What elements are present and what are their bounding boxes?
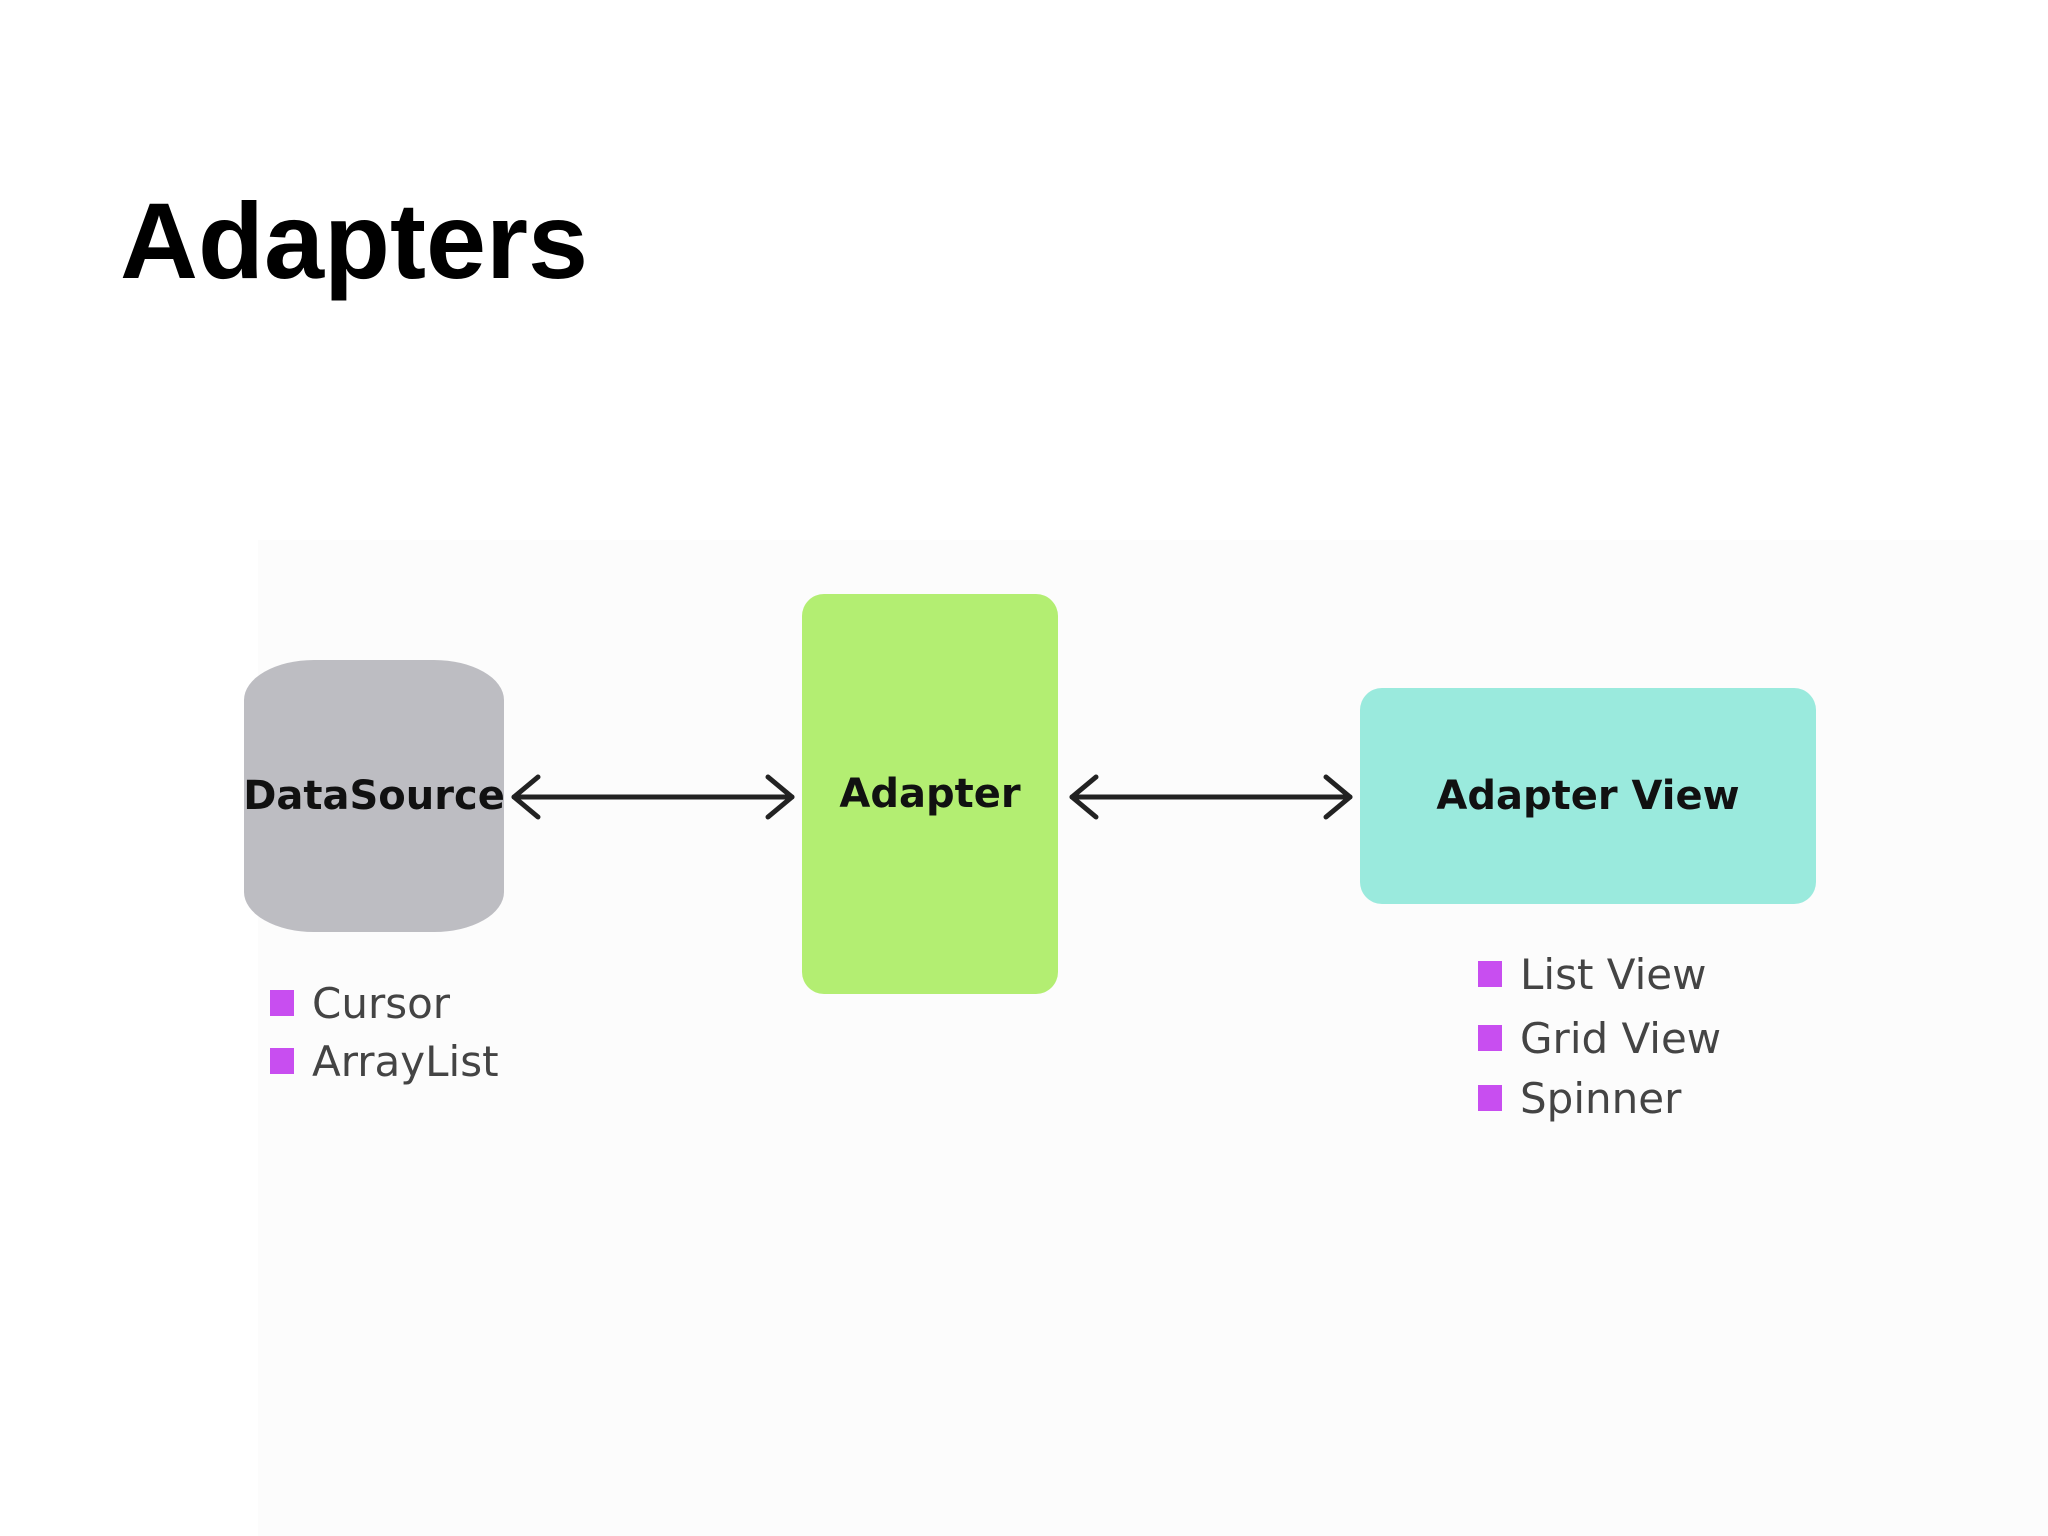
list-item-label: Spinner	[1520, 1073, 1682, 1123]
square-bullet-icon	[270, 990, 294, 1016]
adapter-node: Adapter	[802, 594, 1058, 994]
square-bullet-icon	[270, 1048, 294, 1074]
list-item: Grid View	[1478, 1006, 1721, 1070]
adapter-view-label: Adapter View	[1436, 773, 1740, 819]
adapter-view-node: Adapter View	[1360, 688, 1816, 904]
list-item: Cursor	[270, 974, 499, 1032]
slide-title: Adapters	[120, 180, 589, 301]
list-item: ArrayList	[270, 1032, 499, 1090]
datasource-node: DataSource	[243, 660, 505, 932]
list-item-label: ArrayList	[312, 1036, 499, 1086]
list-item-label: Grid View	[1520, 1013, 1722, 1063]
list-item-label: List View	[1520, 949, 1707, 999]
adapter-view-examples-list: List View Grid View Spinner	[1478, 942, 1721, 1126]
list-item-label: Cursor	[312, 978, 451, 1028]
datasource-label: DataSource	[243, 773, 505, 819]
list-item: Spinner	[1478, 1070, 1721, 1126]
square-bullet-icon	[1478, 961, 1502, 987]
list-item: List View	[1478, 942, 1721, 1006]
square-bullet-icon	[1478, 1085, 1502, 1111]
square-bullet-icon	[1478, 1025, 1502, 1051]
adapter-label: Adapter	[839, 771, 1021, 817]
datasource-examples-list: Cursor ArrayList	[270, 974, 499, 1090]
